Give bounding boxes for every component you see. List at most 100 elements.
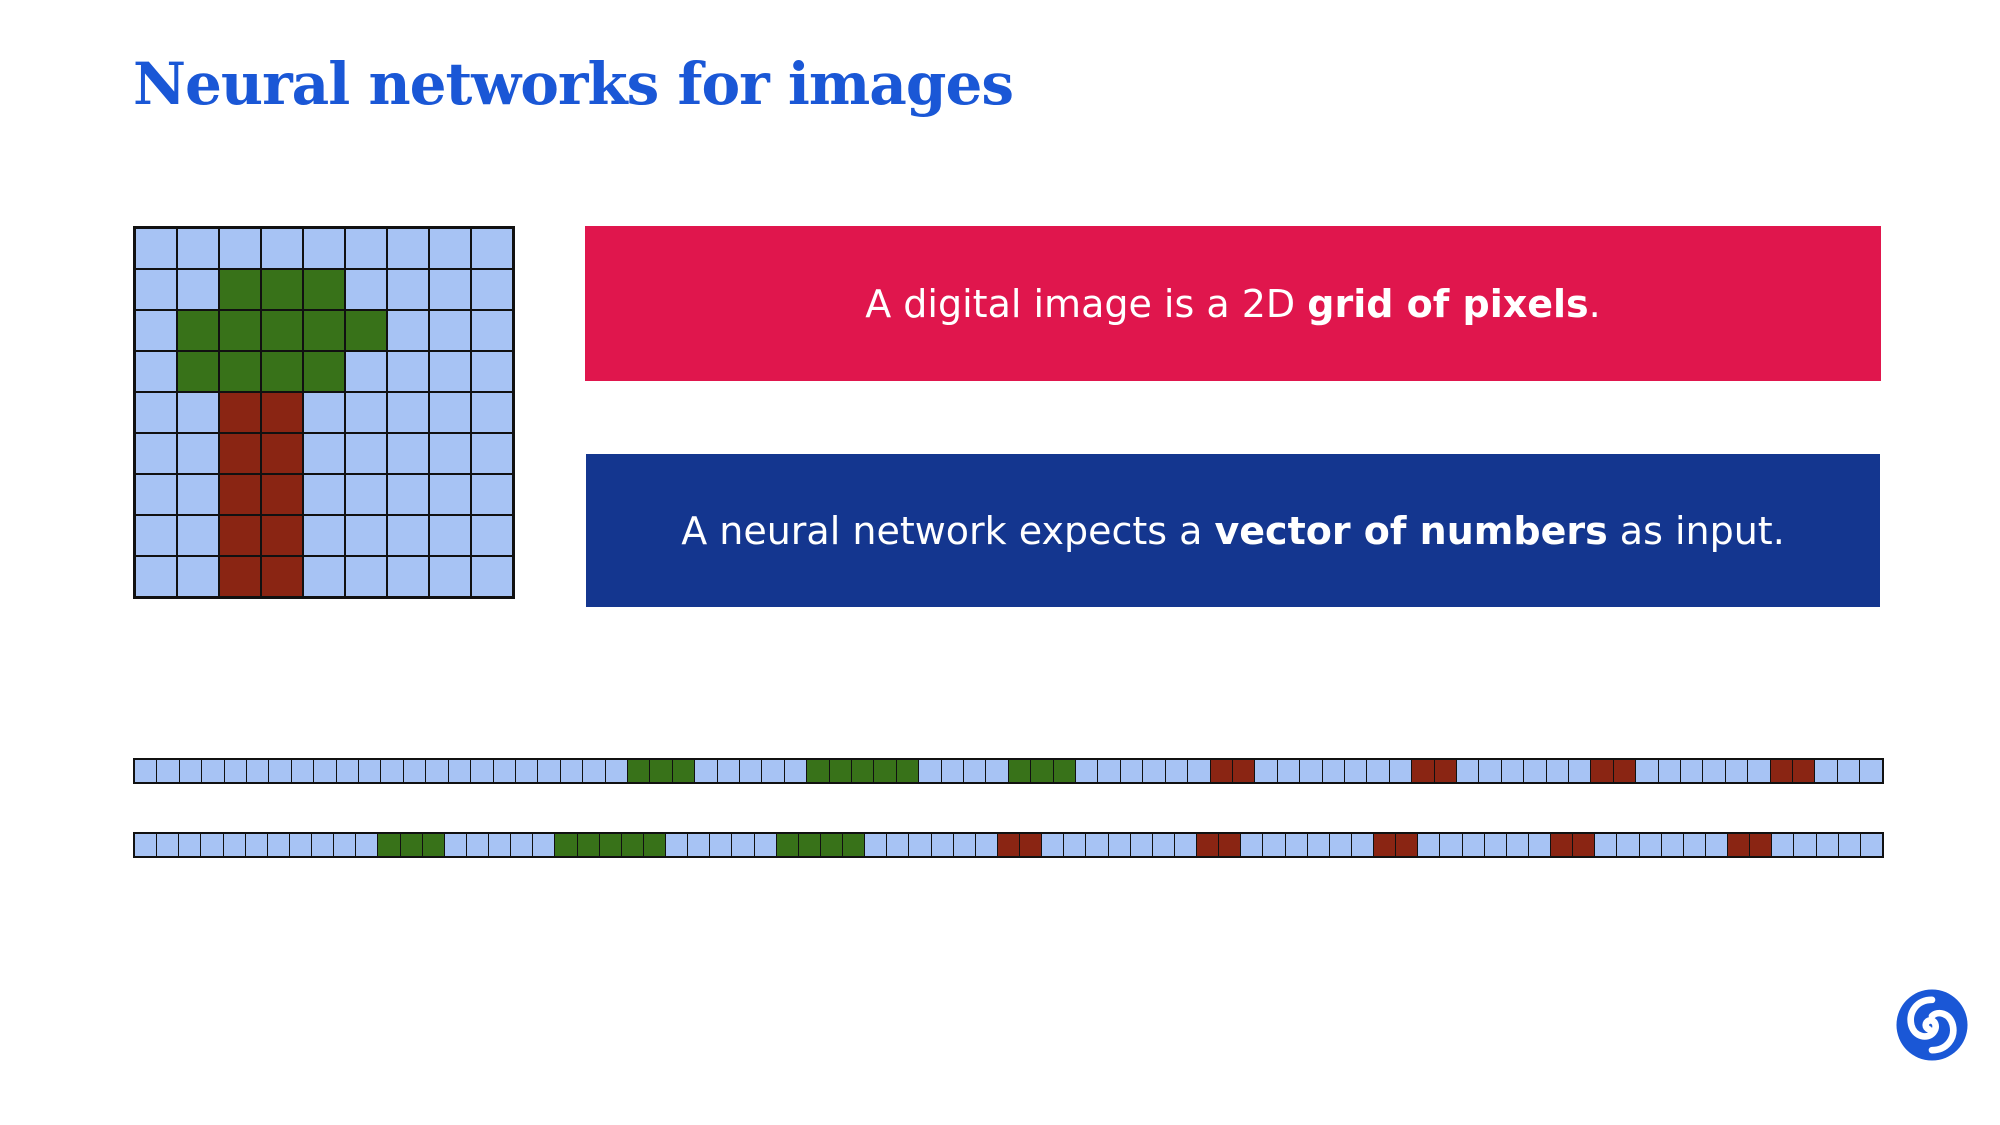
- pixel-sky: [135, 310, 177, 351]
- pixel-sky: [1299, 760, 1322, 782]
- pixel-sky: [1388, 760, 1412, 782]
- pixel-sky: [1594, 834, 1617, 856]
- pixel-trunk: [219, 433, 261, 474]
- pixel-sky: [429, 351, 471, 392]
- pixel-sky: [1439, 834, 1462, 856]
- pixel-sky: [1660, 834, 1683, 856]
- pixel-leaf: [345, 310, 387, 351]
- pixel-sky: [387, 392, 429, 433]
- pixel-sky: [135, 834, 157, 856]
- pixel-sky: [345, 269, 387, 310]
- pixel-sky: [1682, 834, 1705, 856]
- pixel-leaf: [828, 760, 851, 782]
- spiral-logo-icon: [1896, 989, 1968, 1061]
- pixel-leaf: [671, 760, 695, 782]
- pixel-sky: [303, 515, 345, 556]
- pixel-leaf: [842, 834, 865, 856]
- pixel-sky: [471, 310, 513, 351]
- pixel-sky: [974, 834, 997, 856]
- pixel-leaf: [1030, 760, 1053, 782]
- pixel-trunk: [1572, 834, 1595, 856]
- pixel-sky: [387, 433, 429, 474]
- pixel-sky: [429, 515, 471, 556]
- pixel-sky: [532, 834, 555, 856]
- pixel-leaf: [576, 834, 599, 856]
- pixel-sky: [1793, 834, 1816, 856]
- pixel-leaf: [895, 760, 919, 782]
- pixel-sky: [177, 392, 219, 433]
- pixel-trunk: [1749, 834, 1772, 856]
- pixel-sky: [135, 474, 177, 515]
- pixel-sky: [1254, 760, 1277, 782]
- pixel-sky: [429, 474, 471, 515]
- pixel-sky: [1837, 834, 1860, 856]
- pixel-sky: [761, 760, 784, 782]
- pixel-sky: [488, 834, 511, 856]
- pixel-leaf: [303, 351, 345, 392]
- pixel-sky: [940, 760, 964, 782]
- pixel-leaf: [303, 269, 345, 310]
- pixel-leaf: [303, 310, 345, 351]
- pixel-trunk: [1612, 760, 1636, 782]
- pixel-sky: [1815, 834, 1838, 856]
- pixel-sky: [200, 834, 223, 856]
- pixel-leaf: [598, 834, 621, 856]
- pixel-sky: [582, 760, 605, 782]
- pixel-leaf: [1007, 760, 1031, 782]
- pixel-sky: [918, 760, 941, 782]
- pixel-sky: [345, 515, 387, 556]
- pixel-sky: [1187, 760, 1210, 782]
- pixel-sky: [471, 269, 513, 310]
- banner-text-bold: grid of pixels: [1307, 281, 1589, 326]
- pixel-sky: [387, 269, 429, 310]
- pixel-sky: [1262, 834, 1285, 856]
- pixel-sky: [709, 834, 732, 856]
- pixel-trunk: [261, 515, 303, 556]
- pixel-sky: [266, 834, 289, 856]
- pixel-sky: [156, 834, 179, 856]
- pixel-sky: [335, 760, 359, 782]
- pixel-sky: [559, 760, 583, 782]
- pixel-sky: [177, 433, 219, 474]
- pixel-trunk: [1196, 834, 1219, 856]
- pixel-sky: [1461, 834, 1484, 856]
- pixel-leaf: [219, 269, 261, 310]
- pixel-sky: [1724, 760, 1748, 782]
- banner-text-after: .: [1588, 281, 1601, 326]
- pixel-sky: [753, 834, 776, 856]
- pixel-sky: [380, 760, 403, 782]
- pixel-sky: [303, 474, 345, 515]
- pixel-trunk: [1395, 834, 1418, 856]
- pixel-leaf: [554, 834, 577, 856]
- pixel-sky: [355, 834, 378, 856]
- pixel-sky: [1306, 834, 1329, 856]
- pixel-grid-tree-image: [133, 226, 515, 599]
- pixel-sky: [201, 760, 224, 782]
- pixel-leaf: [177, 310, 219, 351]
- pixel-sky: [1500, 760, 1524, 782]
- pixel-trunk: [219, 392, 261, 433]
- pixel-trunk: [1019, 834, 1042, 856]
- pixel-sky: [303, 392, 345, 433]
- pixel-sky: [222, 834, 245, 856]
- pixel-leaf: [620, 834, 643, 856]
- pixel-sky: [345, 351, 387, 392]
- pixel-sky: [429, 269, 471, 310]
- pixel-sky: [471, 433, 513, 474]
- pixel-sky: [246, 760, 269, 782]
- pixel-sky: [471, 351, 513, 392]
- pixel-sky: [783, 760, 807, 782]
- pixel-sky: [387, 474, 429, 515]
- pixel-sky: [471, 474, 513, 515]
- pixel-sky: [1063, 834, 1086, 856]
- pixel-sky: [290, 760, 314, 782]
- pixel-sky: [1771, 834, 1794, 856]
- pixel-sky: [177, 228, 219, 269]
- pixel-sky: [178, 834, 201, 856]
- pixel-leaf: [819, 834, 842, 856]
- pixel-sky: [1240, 834, 1263, 856]
- pixel-sky: [1483, 834, 1506, 856]
- pixel-sky: [1455, 760, 1479, 782]
- pixel-trunk: [219, 515, 261, 556]
- pixel-sky: [311, 834, 334, 856]
